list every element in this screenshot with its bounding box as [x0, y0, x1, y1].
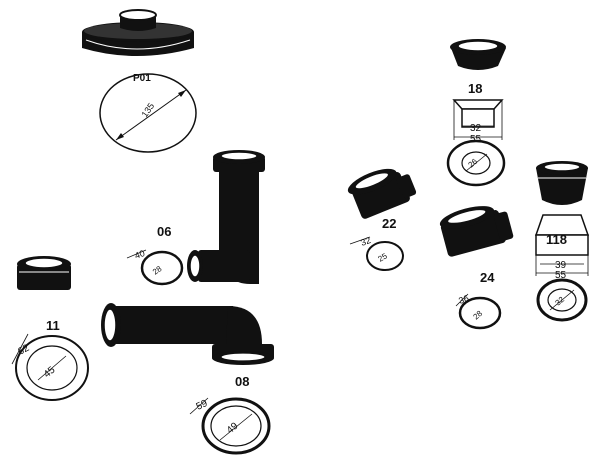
- part-22: 22 32 25: [347, 168, 417, 271]
- ring-118: [536, 278, 588, 322]
- part-label-118: 118: [546, 232, 567, 247]
- part-label-22: 22: [382, 216, 396, 231]
- profile-18: [452, 99, 504, 140]
- ring-24: [455, 293, 502, 330]
- dim-22-outer: 32: [359, 235, 372, 248]
- part-p01: P01 135: [82, 9, 197, 153]
- ring-p01: [99, 73, 197, 153]
- elbow-08-drawing: [101, 303, 274, 365]
- part-label-p01: P01: [133, 73, 151, 84]
- ring-08: [189, 397, 271, 455]
- part-08: 08 59 49: [101, 303, 274, 455]
- part-18: 18 32 55 26: [446, 39, 506, 187]
- part-24: 24 36 28: [439, 206, 514, 330]
- cap-18-drawing: [450, 39, 506, 70]
- cap-118-drawing: [536, 161, 588, 205]
- part-label-24: 24: [480, 270, 495, 285]
- dim-18-top: 32: [470, 123, 482, 134]
- part-label-11: 11: [46, 318, 60, 333]
- part-label-06: 06: [157, 224, 171, 239]
- dim-24-outer: 36: [457, 293, 470, 306]
- dim-06-outer: 40: [133, 248, 146, 261]
- cap-p01-drawing: [82, 9, 194, 56]
- dim-118-bottom: 55: [555, 270, 567, 281]
- ring-11: [11, 333, 89, 401]
- part-11: 11 62 45: [11, 256, 89, 401]
- profile-118: [534, 214, 590, 276]
- fitting-22-drawing: [347, 168, 417, 219]
- part-06: 06 40 28: [126, 150, 265, 286]
- fitting-24-drawing: [439, 206, 514, 257]
- ring-18: [446, 139, 506, 187]
- cap-11-drawing: [17, 256, 71, 290]
- ring-06: [126, 249, 184, 286]
- dim-18-bottom: 55: [470, 134, 482, 145]
- part-118: 118 39 55 32: [534, 161, 590, 322]
- part-label-18: 18: [468, 81, 482, 96]
- dim-08-outer: 59: [195, 398, 210, 413]
- ring-22: [349, 236, 404, 271]
- part-label-08: 08: [235, 374, 249, 389]
- dim-118-top: 39: [555, 260, 567, 271]
- dim-11-outer: 62: [16, 343, 31, 358]
- elbow-06-drawing: [187, 150, 265, 284]
